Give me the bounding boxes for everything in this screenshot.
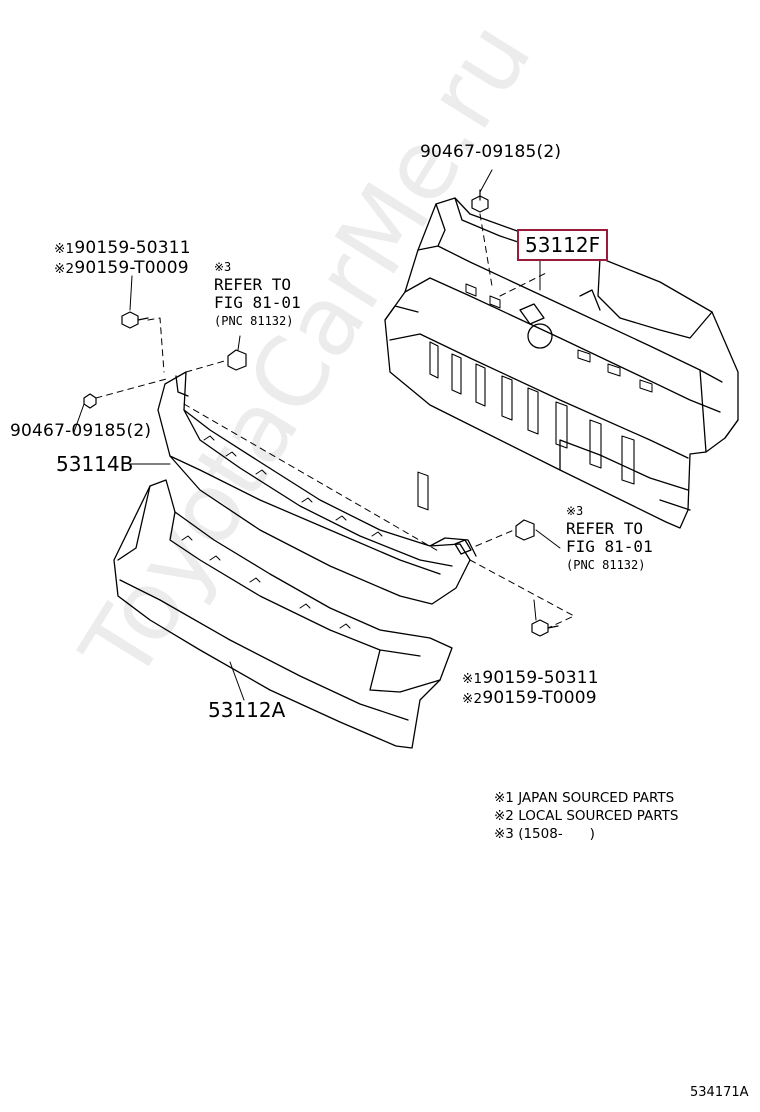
note-3: ※3 (1508- ) [494,826,595,842]
label-right-clip-2[interactable]: ※290159-T0009 [462,690,597,707]
label-right-clip-1[interactable]: ※190159-50311 [462,670,599,687]
refer-line3: (PNC 81132) [566,558,646,572]
note-2: ※2 LOCAL SOURCED PARTS [494,808,679,824]
lower-cover-53112a [113,479,453,749]
refer-note-right: ※3 REFER TO FIG 81-01 (PNC 81132) [566,502,653,574]
refer-line1: REFER TO [566,519,644,538]
note-1: ※1 JAPAN SOURCED PARTS [494,790,675,806]
label-top-clip[interactable]: 90467-09185(2) [420,142,562,162]
mark-2: ※2 [54,261,75,277]
refer-mark: ※3 [566,504,584,518]
refer-line1: REFER TO [214,275,292,294]
label-left-clip-1[interactable]: ※190159-50311 [54,240,191,257]
label-53112a[interactable]: 53112A [208,698,286,722]
label-left-mid-clip[interactable]: 90467-09185(2) [10,421,152,441]
refer-line2[interactable]: FIG 81-01 [566,537,653,556]
notes: ※1 JAPAN SOURCED PARTS ※2 LOCAL SOURCED … [494,789,679,843]
leader-lines [73,169,561,701]
grille-bracket [384,197,739,529]
mark-2: ※2 [462,691,483,707]
mark-1: ※1 [54,241,75,257]
label-53112f-highlighted[interactable]: 53112F [517,229,609,261]
label-53112f-text: 53112F [525,233,601,257]
refer-line3: (PNC 81132) [214,314,294,328]
refer-note-top: ※3 REFER TO FIG 81-01 (PNC 81132) [214,258,301,330]
diagram-id: 534171A [690,1085,749,1100]
part-number: 90159-T0009 [482,688,597,708]
label-53114b[interactable]: 53114B [56,452,134,476]
part-number: 90159-50311 [482,668,599,688]
refer-line2[interactable]: FIG 81-01 [214,293,301,312]
label-left-clip-2[interactable]: ※290159-T0009 [54,260,189,277]
mark-1: ※1 [462,671,483,687]
part-number: 90159-50311 [74,238,191,258]
part-number: 90159-T0009 [74,258,189,278]
assembly-lines [95,213,575,629]
refer-mark: ※3 [214,260,232,274]
